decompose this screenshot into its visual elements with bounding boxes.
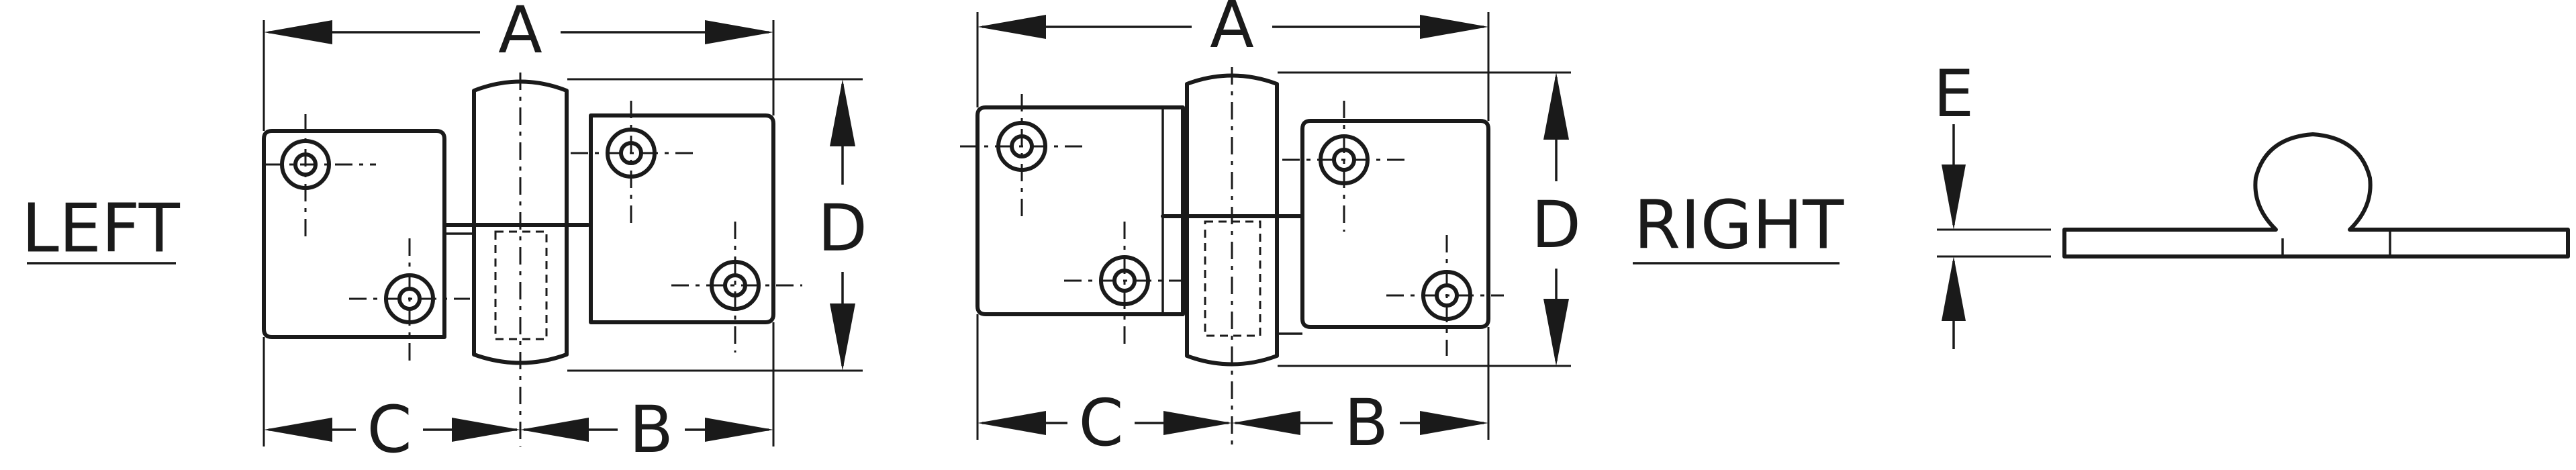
right-a-arrow-left xyxy=(977,15,1046,39)
left-screw-hole-1 xyxy=(265,114,376,238)
left-knuckle xyxy=(472,79,569,365)
left-b-arrow-right xyxy=(705,418,773,442)
side-e-arrow-bottom xyxy=(1942,256,1966,321)
right-b-arrow-right xyxy=(1420,411,1488,435)
right-a-arrow-right xyxy=(1420,15,1488,39)
right-leaf-right xyxy=(1300,119,1490,329)
left-leaf-inner xyxy=(589,113,775,324)
side-profile-view: E xyxy=(1934,56,2570,349)
left-a-arrow-left xyxy=(264,20,332,44)
right-leaf-left xyxy=(975,105,1185,316)
right-dim-b-label: B xyxy=(1344,385,1388,461)
left-a-arrow-right xyxy=(705,20,773,44)
right-c-arrow-left xyxy=(977,411,1046,435)
right-title: RIGHT xyxy=(1634,186,1845,265)
side-profile-outline xyxy=(2062,132,2570,258)
left-b-arrow-left xyxy=(520,418,589,442)
right-d-arrow-bottom xyxy=(1543,299,1569,366)
left-leaf-outer xyxy=(262,129,446,339)
left-dim-c-label: C xyxy=(367,392,412,467)
left-title: LEFT xyxy=(21,189,181,268)
left-screw-hole-4 xyxy=(671,222,802,352)
left-dim-b-label: B xyxy=(629,392,673,467)
left-screw-hole-3 xyxy=(571,101,698,228)
right-c-arrow-right xyxy=(1163,411,1232,435)
right-b-arrow-left xyxy=(1232,411,1300,435)
left-c-arrow-right xyxy=(452,418,520,442)
right-knuckle xyxy=(1185,73,1279,367)
side-dim-e-label: E xyxy=(1934,56,1974,132)
left-hinge-view: LEFT xyxy=(21,0,867,467)
side-e-arrow-top xyxy=(1942,164,1966,230)
left-c-arrow-left xyxy=(264,418,332,442)
right-dim-c-label: C xyxy=(1078,385,1123,461)
left-dim-d-label: D xyxy=(818,191,867,266)
left-dim-a-label: A xyxy=(498,0,542,68)
right-screw-hole-1 xyxy=(960,94,1088,222)
left-screw-hole-2 xyxy=(349,238,470,363)
right-dim-d-label: D xyxy=(1531,187,1581,263)
right-screw-hole-4 xyxy=(1386,235,1504,356)
left-pin-hidden xyxy=(494,230,548,340)
right-d-arrow-top xyxy=(1543,73,1569,140)
right-dim-a-label: A xyxy=(1210,0,1254,62)
left-d-arrow-bottom xyxy=(830,303,855,371)
left-d-arrow-top xyxy=(830,79,855,146)
right-hinge-view: A D C B RIGHT xyxy=(960,0,1844,461)
right-screw-hole-3 xyxy=(1282,101,1410,232)
right-screw-hole-2 xyxy=(1064,222,1188,346)
